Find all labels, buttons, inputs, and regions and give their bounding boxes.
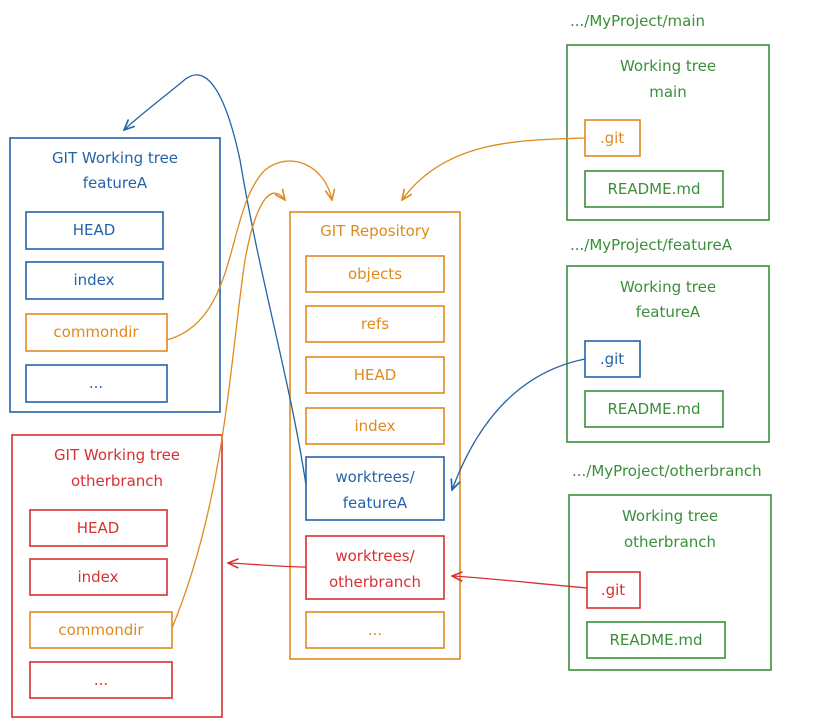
repository-more: ... xyxy=(368,621,382,639)
repository-worktree-featureA-line2: featureA xyxy=(343,494,408,512)
repository-worktree-featureA-line1: worktrees/ xyxy=(335,468,415,486)
dir-otherbranch-title-line1: Working tree xyxy=(622,507,718,525)
worktree-featureA-head: HEAD xyxy=(73,221,116,239)
dir-otherbranch-git-box xyxy=(586,571,641,609)
worktree-featureA-title-line2: featureA xyxy=(83,174,148,192)
dir-main-git: .git xyxy=(600,129,624,147)
arrow-worktree-featureA-to-featureA-panel xyxy=(124,74,307,486)
worktree-otherbranch-panel: GIT Working tree otherbranch HEAD index … xyxy=(11,434,223,718)
worktree-featureA-title-line1: GIT Working tree xyxy=(52,149,178,167)
worktree-otherbranch-more: ... xyxy=(94,671,108,689)
arrow-otherbranch-commondir-to-repository xyxy=(171,193,285,629)
worktree-otherbranch-index: index xyxy=(77,568,118,586)
dir-otherbranch-readme: README.md xyxy=(609,631,702,649)
dir-main-readme: README.md xyxy=(607,180,700,198)
arrow-otherbranch-git-to-worktree-otherbranch xyxy=(452,576,588,589)
worktree-otherbranch-commondir: commondir xyxy=(58,621,144,639)
worktree-otherbranch-title-line1: GIT Working tree xyxy=(54,446,180,464)
worktree-otherbranch-commondir-box xyxy=(29,611,173,649)
worktree-featureA-panel: GIT Working tree featureA HEAD index com… xyxy=(9,137,221,413)
dir-featureA-readme: README.md xyxy=(607,400,700,418)
worktree-featureA-commondir: commondir xyxy=(53,323,139,341)
dir-featureA-readme-box xyxy=(584,390,724,428)
worktree-otherbranch-more-box xyxy=(29,661,173,699)
dir-featureA-title-line2: featureA xyxy=(636,303,701,321)
worktree-featureA-commondir-box xyxy=(25,313,168,352)
repository-refs-box xyxy=(305,305,445,343)
repository-more-box xyxy=(305,611,445,649)
repository-head: HEAD xyxy=(354,366,397,384)
worktree-featureA-more: ... xyxy=(89,374,103,392)
dir-main-panel: .../MyProject/main Working tree main .gi… xyxy=(566,12,770,221)
repository-index-box xyxy=(305,407,445,445)
dir-otherbranch-title-line2: otherbranch xyxy=(624,533,716,551)
repository-objects-box xyxy=(305,255,445,293)
dir-featureA-git: .git xyxy=(600,350,624,368)
arrow-main-git-to-repository xyxy=(402,137,586,200)
worktree-otherbranch-head-box xyxy=(29,509,168,547)
repository-refs: refs xyxy=(361,315,389,333)
repository-title: GIT Repository xyxy=(320,222,430,240)
dir-otherbranch-panel: .../MyProject/otherbranch Working tree o… xyxy=(568,462,772,671)
arrow-featureA-commondir-to-repository xyxy=(166,160,332,341)
worktree-otherbranch-head: HEAD xyxy=(77,519,120,537)
repository-worktree-otherbranch-line1: worktrees/ xyxy=(335,547,415,565)
dir-featureA-panel: .../MyProject/featureA Working tree feat… xyxy=(566,236,770,443)
arrow-featureA-git-to-worktree-featureA xyxy=(452,358,586,490)
repository-objects: objects xyxy=(348,265,402,283)
repository-worktree-featureA-box xyxy=(305,456,445,521)
repository-index: index xyxy=(354,417,395,435)
worktree-otherbranch-index-box xyxy=(29,558,168,596)
dir-featureA-path: .../MyProject/featureA xyxy=(570,236,733,254)
dir-main-title-line2: main xyxy=(649,83,686,101)
worktree-featureA-head-box xyxy=(25,211,164,250)
dir-main-readme-box xyxy=(584,170,724,208)
worktree-featureA-index: index xyxy=(73,271,114,289)
repository-worktree-otherbranch-line2: otherbranch xyxy=(329,573,421,591)
dir-main-title-line1: Working tree xyxy=(620,57,716,75)
dir-main-path: .../MyProject/main xyxy=(570,12,705,30)
worktree-otherbranch-title-line2: otherbranch xyxy=(71,472,163,490)
repository-head-box xyxy=(305,356,445,394)
arrow-worktree-otherbranch-to-otherbranch-panel xyxy=(228,563,307,567)
worktree-featureA-more-box xyxy=(25,364,168,403)
repository-panel: GIT Repository objects refs HEAD index w… xyxy=(289,211,461,660)
dir-otherbranch-path: .../MyProject/otherbranch xyxy=(572,462,762,480)
dir-otherbranch-git: .git xyxy=(601,581,625,599)
worktree-featureA-index-box xyxy=(25,261,164,300)
dir-featureA-title-line1: Working tree xyxy=(620,278,716,296)
dir-otherbranch-readme-box xyxy=(586,621,726,659)
